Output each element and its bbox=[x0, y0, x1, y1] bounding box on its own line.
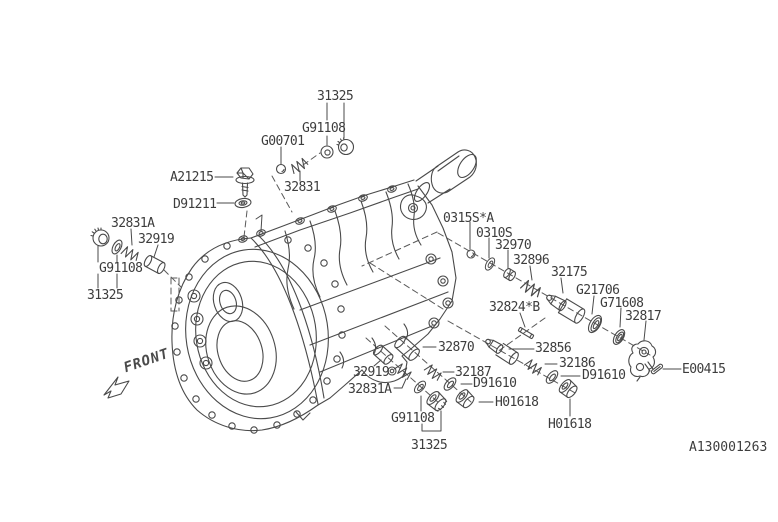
pin-e00415-glyph bbox=[650, 363, 664, 375]
pin-32824b-glyph bbox=[517, 326, 535, 340]
plug-h01618-right-glyph bbox=[556, 377, 580, 401]
part-label-31325-left: 31325 bbox=[87, 288, 124, 303]
hardware-parts bbox=[90, 137, 664, 412]
bolt-a21215-glyph bbox=[235, 167, 255, 198]
part-label-e00415: E00415 bbox=[682, 362, 726, 377]
part-label-d91211: D91211 bbox=[173, 197, 217, 212]
part-label-32824-b: 32824*B bbox=[489, 300, 540, 315]
spring-32896-glyph bbox=[519, 278, 543, 300]
part-label-32175: 32175 bbox=[551, 265, 588, 280]
part-label-h01618-mid: H01618 bbox=[495, 395, 539, 410]
bell-flange-bolt-holes bbox=[171, 236, 346, 434]
drawing-code: A130001263 bbox=[689, 440, 768, 455]
part-label-32187: 32187 bbox=[455, 365, 492, 380]
washer-d91211-glyph bbox=[234, 197, 252, 209]
part-label-0315s-a: 0315S*A bbox=[443, 211, 494, 226]
ball-g00701-glyph bbox=[275, 163, 287, 175]
part-label-d91610-mid: D91610 bbox=[473, 376, 517, 391]
spring-32187-glyph bbox=[423, 362, 444, 383]
plunger-32856-glyph bbox=[485, 338, 519, 365]
part-label-d91610-right: D91610 bbox=[582, 368, 626, 383]
washer-g91108-top-glyph bbox=[320, 145, 334, 159]
spring-32186-glyph bbox=[523, 357, 544, 377]
part-label-g91108-bot: G91108 bbox=[391, 411, 435, 426]
part-label-a21215: A21215 bbox=[170, 170, 214, 185]
part-label-32970: 32970 bbox=[495, 238, 532, 253]
plug-31325-top-glyph bbox=[336, 137, 355, 156]
transmission-case bbox=[171, 149, 477, 434]
roller-32919-left-glyph bbox=[143, 254, 166, 275]
plug-h01618-mid-glyph bbox=[453, 387, 477, 411]
part-label-32831a-bot: 32831A bbox=[348, 382, 392, 397]
part-label-0310s: 0310S bbox=[476, 226, 513, 241]
front-arrow-icon bbox=[103, 376, 130, 399]
part-label-32831a-left: 32831A bbox=[111, 216, 155, 231]
bracket-32817-glyph bbox=[628, 340, 657, 382]
plug-31325-left-glyph bbox=[90, 227, 110, 247]
tail-housing bbox=[399, 149, 477, 221]
part-label-32919-bot: 32919 bbox=[353, 365, 390, 380]
spring-32831a-left-glyph bbox=[120, 245, 141, 263]
part-label-g21706: G21706 bbox=[576, 283, 620, 298]
plunger-32175-glyph bbox=[546, 294, 586, 324]
roller-32919-bot-glyph bbox=[372, 344, 394, 365]
part-label-g91108-left: G91108 bbox=[99, 261, 143, 276]
spring-32831-glyph bbox=[288, 156, 310, 175]
part-label-32919-left: 32919 bbox=[138, 232, 175, 247]
part-label-32817: 32817 bbox=[625, 309, 662, 324]
plug-31325-bot-glyph bbox=[426, 390, 448, 412]
washer-0310s-glyph bbox=[482, 255, 498, 273]
ball-0315s-glyph bbox=[466, 249, 476, 259]
part-label-32831: 32831 bbox=[284, 180, 321, 195]
leader-lines bbox=[97, 102, 682, 432]
top-flange-bosses bbox=[238, 185, 397, 243]
part-label-g71608: G71608 bbox=[600, 296, 644, 311]
roller-32870-glyph bbox=[394, 335, 420, 361]
part-label-g91108-top: G91108 bbox=[302, 121, 346, 136]
part-label-31325-top: 31325 bbox=[317, 89, 354, 104]
part-label-32896: 32896 bbox=[513, 253, 550, 268]
part-label-32186: 32186 bbox=[559, 356, 596, 371]
part-label-g00701: G00701 bbox=[261, 134, 305, 149]
part-label-h01618-right: H01618 bbox=[548, 417, 592, 432]
part-label-32870: 32870 bbox=[438, 340, 475, 355]
part-label-32856: 32856 bbox=[535, 341, 572, 356]
washer-g71608-glyph bbox=[612, 329, 626, 345]
washer-g21706-glyph bbox=[587, 314, 603, 334]
part-label-31325-bot: 31325 bbox=[411, 438, 448, 453]
